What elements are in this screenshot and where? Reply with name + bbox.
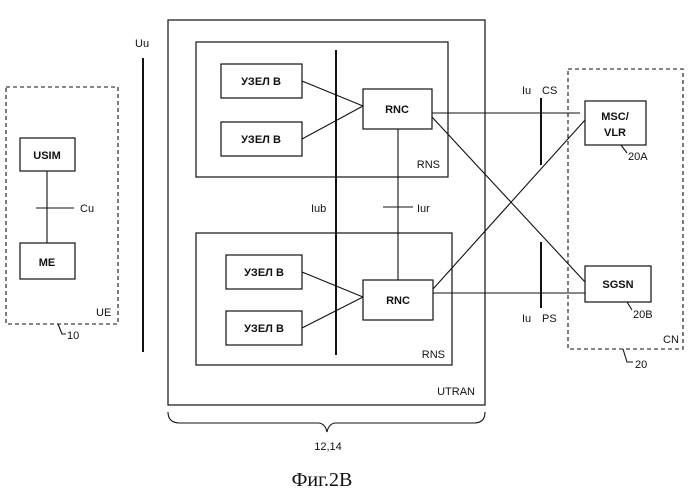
node-b-3-label: УЗЕЛ В [244,267,284,279]
uu-label: Uu [135,38,149,50]
ue-ref: 10 [67,330,79,342]
msc-label-line2: VLR [604,127,626,139]
figure-caption: Фиг.2В [292,469,353,491]
iub-label: Iub [311,203,326,215]
iu-cs-label: CS [542,85,557,97]
msc-ref-leader [621,145,627,153]
iu-cs-iu-label: Iu [522,85,531,97]
usim-label: USIM [33,150,61,162]
utran-label: UTRAN [437,386,475,398]
me-label: ME [39,257,56,269]
node-b-2-label: УЗЕЛ В [241,134,281,146]
node-b-4-label: УЗЕЛ В [244,323,284,335]
utran-ref: 12,14 [314,441,342,453]
iu-ps-label: PS [542,313,557,325]
utran-brace [168,412,485,432]
msc-ref: 20A [628,151,648,163]
cn-label: CN [663,334,679,346]
node-b-1-label: УЗЕЛ В [241,76,281,88]
rns-top-label: RNS [417,159,440,171]
ue-label: UE [96,307,111,319]
ue-ref-leader [58,324,66,334]
sgsn-label: SGSN [602,279,633,291]
iur-label: Iur [417,203,430,215]
sgsn-ref: 20B [633,309,653,321]
rnc-top-label: RNC [385,104,409,116]
cu-label: Cu [80,203,94,215]
msc-label-line1: MSC/ [601,111,629,123]
rnc-bottom-label: RNC [386,295,410,307]
cn-ref-leader [623,349,633,362]
cn-ref: 20 [635,359,647,371]
ue-boundary [6,87,118,324]
sgsn-ref-leader [627,302,632,310]
rns-bottom-label: RNS [422,349,445,361]
iu-ps-iu-label: Iu [522,313,531,325]
